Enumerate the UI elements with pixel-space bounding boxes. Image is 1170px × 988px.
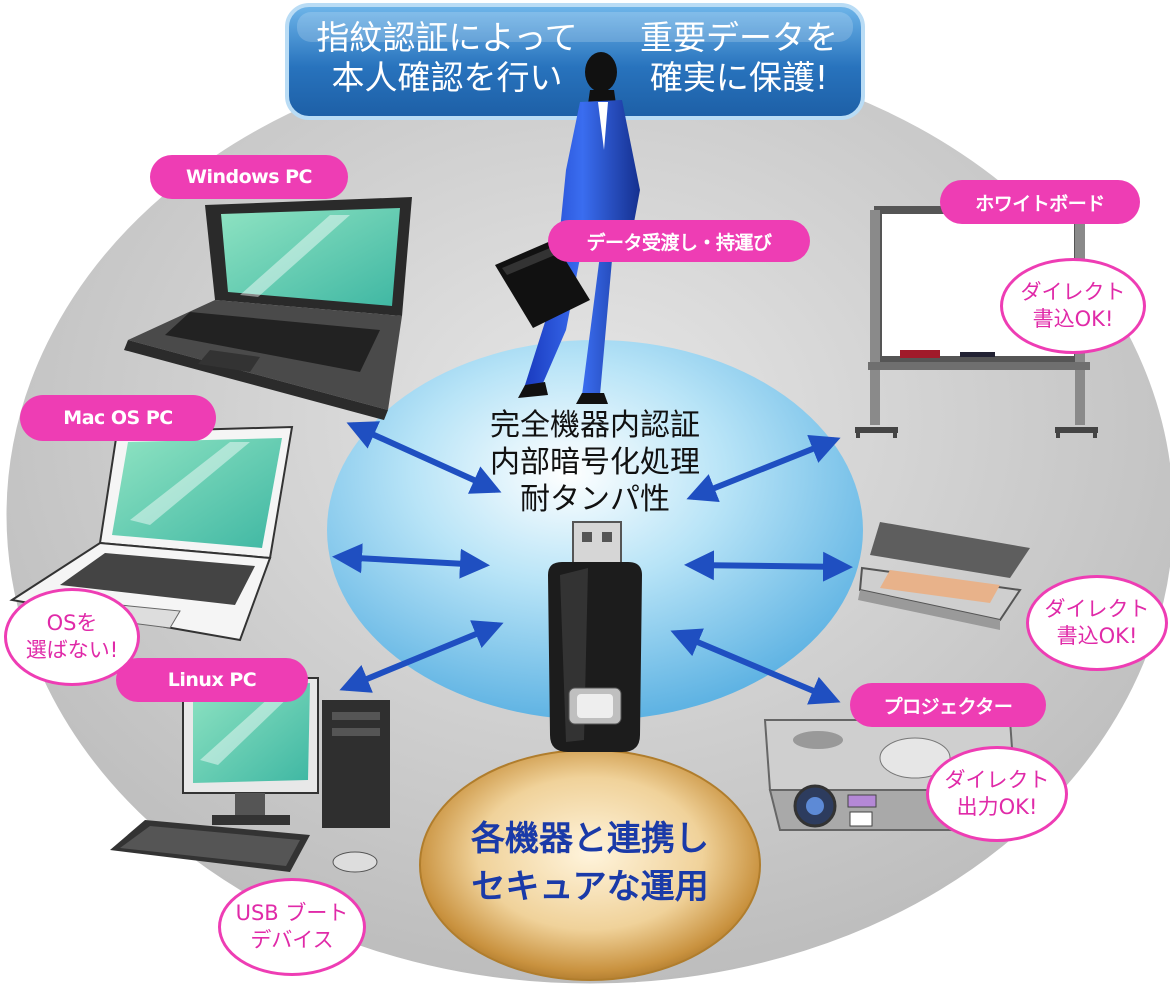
label-projector: プロジェクター bbox=[850, 683, 1046, 727]
label-linux-pc: Linux PC bbox=[116, 658, 308, 702]
center-features-text: 完全機器内認証 内部暗号化処理 耐タンパ性 bbox=[460, 407, 730, 518]
banner-right-line1: 重要データを bbox=[640, 18, 838, 57]
banner-left-text: 指紋認証によって 本人確認を行い bbox=[303, 18, 591, 98]
connection-arrows bbox=[332, 421, 853, 705]
note-whiteboard-line2: 書込OK! bbox=[1032, 307, 1114, 331]
note-scanner-line2: 書込OK! bbox=[1056, 624, 1138, 648]
gold-line1: 各機器と連携し bbox=[471, 819, 709, 859]
gold-line2: セキュアな運用 bbox=[471, 867, 709, 907]
arrow-mac bbox=[332, 543, 490, 579]
arrow-projector bbox=[670, 628, 841, 705]
note-os-free-line2: 選ばない! bbox=[25, 638, 119, 662]
banner-right-text: 重要データを 確実に保護! bbox=[623, 18, 855, 98]
center-line1: 完全機器内認証 bbox=[490, 408, 700, 443]
label-mac-os-pc: Mac OS PC bbox=[20, 395, 216, 441]
arrow-whiteboard bbox=[686, 434, 841, 503]
laptop-windows-icon bbox=[124, 197, 412, 420]
center-line2: 内部暗号化処理 bbox=[490, 445, 700, 480]
gold-operation-text: 各機器と連携し セキュアな運用 bbox=[440, 815, 740, 911]
banner-left-line1: 指紋認証によって bbox=[316, 18, 578, 57]
center-line3: 耐タンパ性 bbox=[520, 482, 670, 517]
note-scanner-line1: ダイレクト bbox=[1044, 597, 1150, 621]
note-os-free: OSを 選ばない! bbox=[4, 588, 140, 686]
note-whiteboard-direct: ダイレクト 書込OK! bbox=[1000, 258, 1146, 354]
note-projector-direct: ダイレクト 出力OK! bbox=[926, 746, 1068, 842]
arrow-scanner bbox=[684, 550, 853, 582]
note-scanner-direct: ダイレクト 書込OK! bbox=[1026, 575, 1168, 671]
scanner-icon bbox=[858, 522, 1030, 630]
note-whiteboard-line1: ダイレクト bbox=[1020, 280, 1126, 304]
note-projector-line1: ダイレクト bbox=[944, 768, 1050, 792]
note-projector-line2: 出力OK! bbox=[956, 795, 1038, 819]
label-windows-pc: Windows PC bbox=[150, 155, 348, 199]
top-banner bbox=[285, 3, 865, 120]
note-os-free-line1: OSを bbox=[46, 611, 98, 635]
note-usb-boot-line2: デバイス bbox=[250, 928, 334, 952]
label-person: データ受渡し・持運び bbox=[548, 220, 810, 262]
note-usb-boot-line1: USB ブート bbox=[235, 901, 349, 925]
label-whiteboard: ホワイトボード bbox=[940, 180, 1140, 224]
note-usb-boot: USB ブート デバイス bbox=[218, 878, 366, 976]
arrow-windows bbox=[346, 421, 502, 494]
arrow-linux bbox=[339, 620, 504, 693]
banner-right-line2: 確実に保護! bbox=[649, 58, 829, 97]
laptop-mac-icon bbox=[9, 425, 294, 642]
usb-fingerprint-key-icon bbox=[548, 521, 642, 752]
banner-left-line2: 本人確認を行い bbox=[331, 58, 563, 97]
